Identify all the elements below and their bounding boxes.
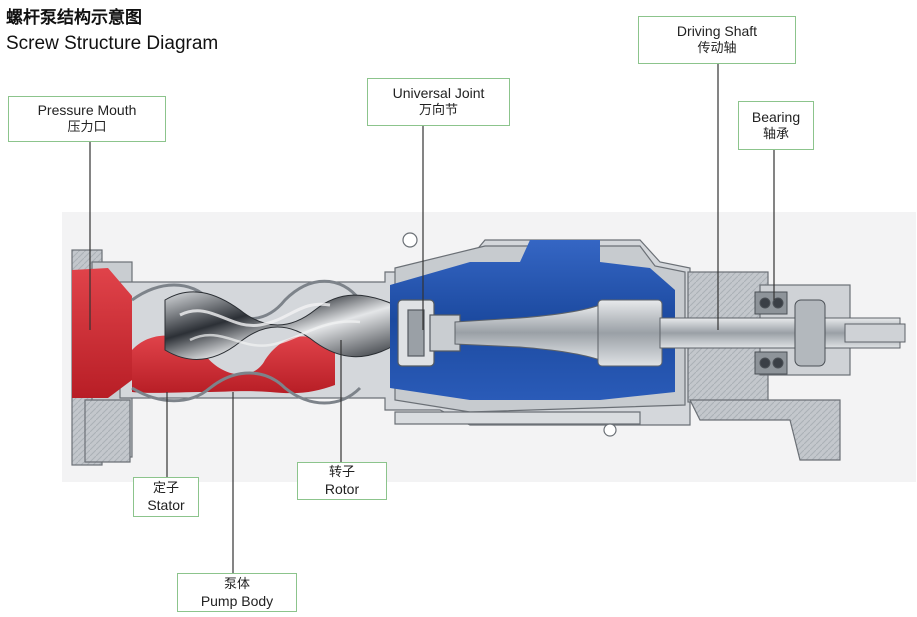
stator-label-cn: 定子 — [152, 481, 179, 496]
diagram-title-en: Screw Structure Diagram — [6, 33, 219, 54]
pressure-mouth-label-cn: 压力口 — [67, 120, 107, 135]
pressure-mouth-label-en: Pressure Mouth — [37, 102, 137, 118]
driving-shaft-label: Driving Shaft 传动轴 — [638, 16, 796, 64]
pump-body-label-en: Pump Body — [200, 592, 274, 609]
rotor-label: 转子 Rotor — [297, 462, 387, 500]
universal-joint-part — [397, 299, 461, 367]
bearing-label: Bearing 轴承 — [738, 101, 814, 150]
driving-shaft-part — [454, 299, 906, 367]
universal-joint-label: Universal Joint 万向节 — [367, 78, 510, 126]
diagram-title-cn: 螺杆泵结构示意图 — [6, 8, 142, 28]
pump-body-label: 泵体 Pump Body — [177, 573, 297, 612]
driving-shaft-label-en: Driving Shaft — [676, 23, 758, 39]
rotor-label-en: Rotor — [324, 481, 360, 497]
pressure-mouth-label: Pressure Mouth 压力口 — [8, 96, 166, 142]
leader-lines — [89, 64, 775, 573]
bearing-label-en: Bearing — [751, 108, 801, 125]
universal-joint-label-en: Universal Joint — [392, 85, 485, 101]
stator-label-en: Stator — [147, 497, 185, 513]
universal-joint-label-cn: 万向节 — [418, 103, 458, 118]
title-block: 螺杆泵结构示意图 Screw Structure Diagram — [6, 6, 218, 56]
driving-shaft-label-cn: 传动轴 — [697, 41, 737, 56]
bearing-label-cn: 轴承 — [762, 126, 789, 142]
stator-label: 定子 Stator — [133, 477, 199, 517]
pump-body-label-cn: 泵体 — [223, 576, 250, 592]
bearing-part — [754, 291, 826, 375]
rotor-label-cn: 转子 — [328, 465, 355, 480]
